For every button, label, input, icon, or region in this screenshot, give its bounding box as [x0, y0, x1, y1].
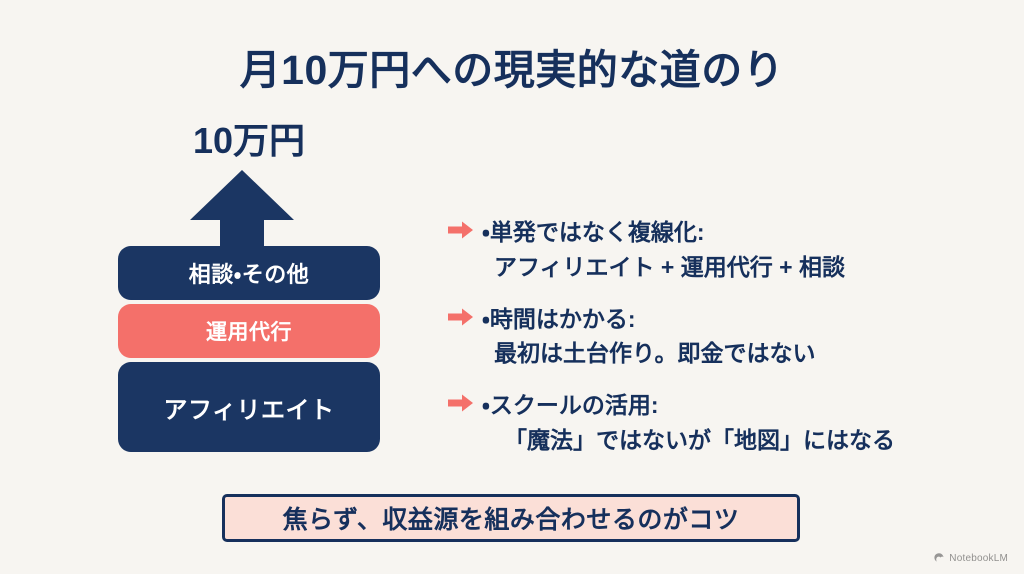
list-item-body: ・単発ではなく複線化: アフィリエイト + 運用代行 + 相談 — [482, 218, 968, 283]
watermark-label: NotebookLM — [949, 552, 1008, 564]
goal-amount-label: 10万円 — [192, 120, 306, 161]
summary-callout: 焦らず、収益源を組み合わせるのがコツ — [222, 494, 800, 542]
list-item: ・単発ではなく複線化: アフィリエイト + 運用代行 + 相談 — [448, 218, 968, 283]
list-item-detail: 「魔法」ではないが「地図」にはなる — [504, 427, 895, 454]
stack-block-label: 運用代行 — [206, 321, 292, 344]
watermark: NotebookLM — [933, 552, 1008, 564]
up-arrow-icon — [186, 168, 298, 260]
stack-block-label: 相談・その他 — [188, 262, 310, 287]
list-item-heading: ・スクールの活用: — [482, 392, 659, 419]
stack-block-affiliate[interactable]: アフィリエイト — [118, 362, 380, 452]
list-item-body: ・時間はかかる: 最初は土台作り。即金ではない — [482, 305, 968, 370]
summary-callout-text: 焦らず、収益源を組み合わせるのがコツ — [282, 506, 740, 534]
list-item-heading: ・時間はかかる: — [482, 305, 636, 332]
list-item-body: ・スクールの活用: 「魔法」ではないが「地図」にはなる — [482, 391, 968, 456]
page-title: 月10万円への現実的な道のり — [239, 47, 785, 93]
list-item-detail: アフィリエイト + 運用代行 + 相談 — [494, 253, 845, 280]
list-item-detail: 最初は土台作り。即金ではない — [494, 340, 816, 367]
right-arrow-icon — [448, 218, 482, 239]
list-item: ・スクールの活用: 「魔法」ではないが「地図」にはなる — [448, 391, 968, 456]
revenue-stack: 相談・その他 運用代行 アフィリエイト — [118, 246, 380, 452]
stack-block-consulting[interactable]: 相談・その他 — [118, 246, 380, 300]
points-list: ・単発ではなく複線化: アフィリエイト + 運用代行 + 相談 ・時間はかかる:… — [448, 218, 968, 456]
list-item-heading: ・単発ではなく複線化: — [482, 219, 705, 245]
stack-block-label: アフィリエイト — [163, 396, 335, 424]
right-arrow-icon — [448, 305, 482, 326]
list-item: ・時間はかかる: 最初は土台作り。即金ではない — [448, 305, 968, 370]
stack-block-management[interactable]: 運用代行 — [118, 304, 380, 358]
notebooklm-logo-icon — [933, 552, 945, 564]
right-arrow-icon — [448, 391, 482, 412]
